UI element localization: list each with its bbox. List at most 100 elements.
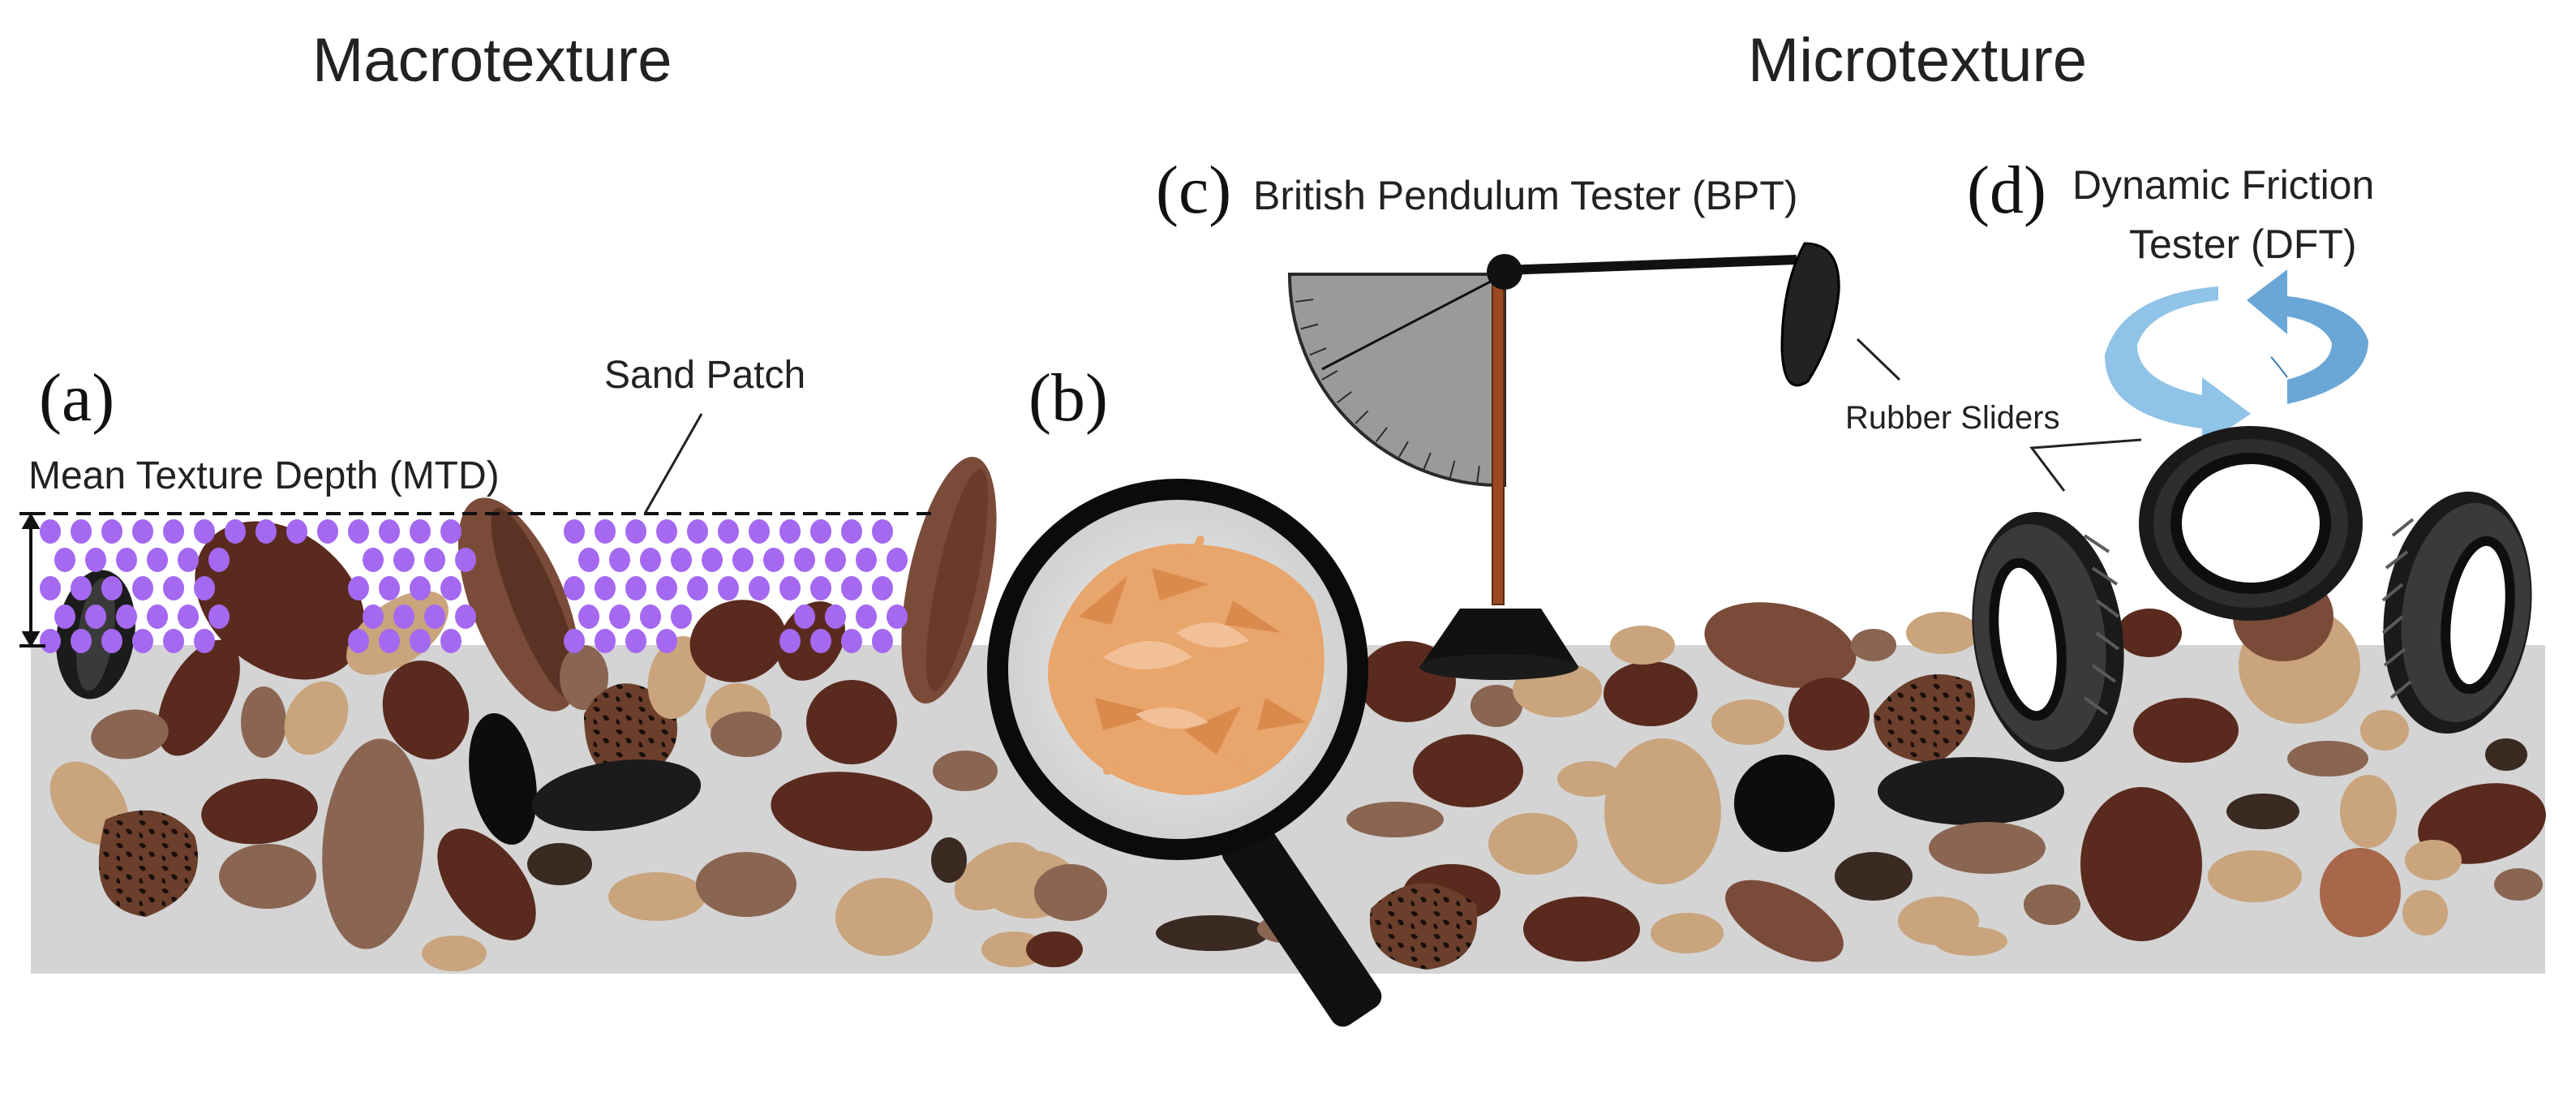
panel-a-title: Mean Texture Depth (MTD) xyxy=(28,454,500,497)
scale-tick xyxy=(1449,460,1456,479)
sand-grain xyxy=(440,629,462,653)
sand-grain xyxy=(749,576,770,600)
sand-grain xyxy=(410,519,431,544)
sand-grain xyxy=(101,629,122,653)
sand-grain xyxy=(379,519,400,544)
sand-grain xyxy=(132,576,153,600)
sand-grain xyxy=(101,576,122,600)
rubber-slider-callout-line xyxy=(1856,338,1901,381)
sand-grain xyxy=(564,576,585,600)
depth-arrow-icon xyxy=(19,512,45,648)
pendulum-icon xyxy=(1287,242,1840,680)
sand-grain xyxy=(163,576,184,600)
sand-grain xyxy=(363,548,384,572)
sand-grain xyxy=(440,576,462,600)
scale-tick xyxy=(1309,347,1327,356)
panel-b-tag: (b) xyxy=(1028,360,1108,436)
scale-tick xyxy=(1375,427,1388,442)
sand-grain xyxy=(178,548,199,572)
aggregate-stones xyxy=(49,457,2546,971)
sand-grain xyxy=(85,604,106,629)
rotation-arrows-icon xyxy=(2105,269,2368,446)
sand-grain xyxy=(887,548,908,572)
sand-grain xyxy=(687,519,708,544)
sand-grain xyxy=(178,604,199,629)
sand-grain xyxy=(872,519,893,544)
sand-grains xyxy=(40,519,908,653)
sand-grain xyxy=(640,604,661,629)
sand-grain xyxy=(794,604,815,629)
scale-tick xyxy=(1476,465,1480,484)
sand-grain xyxy=(40,629,61,653)
scale-tick xyxy=(1321,370,1338,381)
sand-grain xyxy=(116,548,137,572)
sand-grain xyxy=(825,548,846,572)
sand-grain xyxy=(132,519,153,544)
scale-tick xyxy=(1398,441,1409,458)
sand-grain xyxy=(718,519,739,544)
sand-grain xyxy=(410,629,431,653)
sand-patch-label: Sand Patch xyxy=(604,354,805,397)
sand-grain xyxy=(595,519,616,544)
sand-grain xyxy=(810,519,831,544)
rubber-sliders-label: Rubber Sliders xyxy=(1845,400,2060,436)
sand-grain xyxy=(317,519,338,544)
sand-grain xyxy=(424,548,445,572)
sand-grain xyxy=(763,548,784,572)
heading-macrotexture: Macrotexture xyxy=(312,26,672,95)
sand-grain xyxy=(440,519,462,544)
sand-grain xyxy=(163,519,184,544)
lens-texture xyxy=(1048,536,1324,795)
sand-grain xyxy=(595,576,616,600)
sand-grain xyxy=(40,519,61,544)
sand-grain xyxy=(363,604,384,629)
sand-grain xyxy=(455,604,476,629)
sand-grain xyxy=(194,519,215,544)
sand-grain xyxy=(887,604,908,629)
sand-grain xyxy=(40,576,61,600)
panel-a-tag: (a) xyxy=(39,360,114,436)
sand-grain xyxy=(656,629,677,653)
sand-grain xyxy=(208,604,230,629)
sand-grain xyxy=(671,548,692,572)
sand-grain xyxy=(101,519,122,544)
sand-grain xyxy=(856,604,877,629)
sand-grain xyxy=(595,629,616,653)
sand-grain xyxy=(625,629,646,653)
sand-grain xyxy=(779,519,801,544)
sand-grain xyxy=(810,576,831,600)
sand-grain xyxy=(393,548,414,572)
panel-d-title-line1: Dynamic Friction xyxy=(2072,162,2374,208)
sand-grain xyxy=(71,576,92,600)
sand-grain xyxy=(348,629,369,653)
sand-patch-callout-line xyxy=(643,413,703,514)
sand-grain xyxy=(779,576,801,600)
sand-grain xyxy=(348,576,369,600)
sand-grain xyxy=(348,519,369,544)
sand-grain xyxy=(132,629,153,653)
sand-grain xyxy=(856,548,877,572)
sand-grain xyxy=(841,629,862,653)
sand-grain xyxy=(255,519,277,544)
sand-grain xyxy=(609,604,630,629)
sand-grain xyxy=(810,629,831,653)
sand-grain xyxy=(609,548,630,572)
sand-grain xyxy=(872,629,893,653)
sand-grain xyxy=(640,548,661,572)
panel-c-tag: (c) xyxy=(1156,153,1231,228)
sand-grain xyxy=(163,629,184,653)
sand-grain xyxy=(718,576,739,600)
sand-grain xyxy=(379,576,400,600)
sand-grain xyxy=(393,604,414,629)
panel-d-title-line2: Tester (DFT) xyxy=(2129,222,2357,267)
sand-grain xyxy=(564,629,585,653)
sand-grain xyxy=(54,604,75,629)
scale-tick xyxy=(1300,323,1319,330)
sand-grain xyxy=(578,548,599,572)
panel-c-title: British Pendulum Tester (BPT) xyxy=(1253,173,1798,218)
sand-grain xyxy=(825,604,846,629)
sand-grain xyxy=(194,576,215,600)
sand-grain xyxy=(455,548,476,572)
sand-grain xyxy=(656,519,677,544)
